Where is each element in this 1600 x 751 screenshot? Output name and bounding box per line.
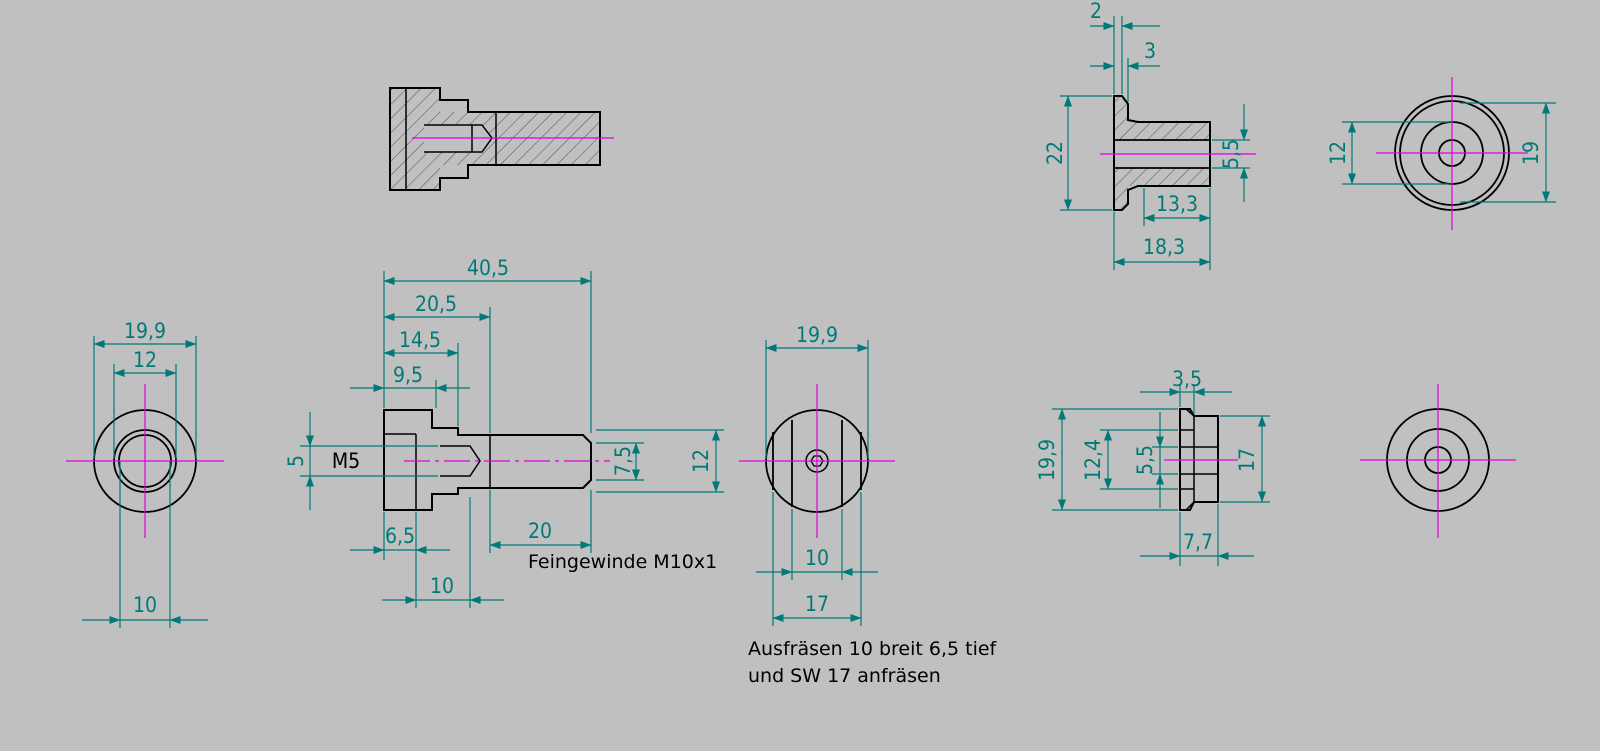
dim-5-5: 5,5	[1133, 445, 1157, 475]
dim-9-5: 9,5	[393, 363, 423, 387]
dim-5: 5	[284, 455, 308, 467]
dim-22: 22	[1043, 141, 1067, 165]
dim-17: 17	[1235, 448, 1259, 472]
bolt-side-view: 40,5 20,5 14,5 9,5 6,5 20 10 5 M5 7,5 12…	[284, 256, 724, 608]
bushing-hatch-top	[1114, 96, 1210, 140]
dim-5-5: 5,5	[1219, 139, 1243, 169]
dim-12: 12	[1326, 141, 1350, 165]
section-view-bolt	[389, 87, 614, 191]
dim-14-5: 14,5	[399, 328, 441, 352]
dim-6-5: 6,5	[385, 524, 415, 548]
slot-outline	[791, 420, 843, 507]
bolt-hidden-bore	[440, 445, 481, 477]
bushing-section-view: 2 3 22 5,5 13,3 18,3	[1043, 0, 1256, 270]
dim-3: 3	[1144, 39, 1156, 63]
cap-inner-lines	[1180, 408, 1218, 511]
dim-7-5: 7,5	[611, 446, 635, 476]
bolt-head-view: 19,9 10 17 Ausfräsen 10 breit 6,5 tief u…	[739, 323, 998, 687]
cap-outline	[1179, 408, 1219, 511]
dim-10: 10	[805, 546, 829, 570]
dim-40-5: 40,5	[467, 256, 509, 280]
dim-10: 10	[430, 574, 454, 598]
dim-7-7: 7,7	[1183, 530, 1213, 554]
bolt-section-hatch	[390, 88, 600, 190]
bolt-side-outline	[383, 409, 592, 511]
dim-19-9: 19,9	[124, 319, 166, 343]
dim-m5: M5	[332, 449, 360, 473]
dim-12: 12	[689, 449, 713, 473]
bushing-outline	[1113, 95, 1211, 211]
dim-3-5: 3,5	[1172, 367, 1202, 391]
mill-note-line2: und SW 17 anfräsen	[748, 665, 941, 687]
mill-note-line1: Ausfräsen 10 breit 6,5 tief	[748, 638, 998, 660]
dim-17: 17	[805, 592, 829, 616]
dim-12-4: 12,4	[1081, 439, 1105, 481]
dim-19-9: 19,9	[796, 323, 838, 347]
bolt-section-outline	[389, 87, 601, 191]
bushing-hatch-bottom	[1114, 168, 1210, 210]
dim-10: 10	[133, 593, 157, 617]
thread-note: Feingewinde M10x1	[528, 551, 717, 573]
dim-13-3: 13,3	[1156, 192, 1198, 216]
dim-20-5: 20,5	[415, 292, 457, 316]
cap-side-view: 3,5 19,9 12,4 5,5 17 7,7	[1035, 367, 1270, 566]
dim-19: 19	[1519, 141, 1543, 165]
bolt-end-view: 19,9 12 10	[66, 319, 224, 628]
dim-20: 20	[528, 519, 552, 543]
dim-12: 12	[133, 348, 157, 372]
dim-18-3: 18,3	[1143, 235, 1185, 259]
bushing-end-view: 12 19	[1326, 77, 1556, 230]
cap-end-view	[1360, 384, 1516, 538]
dim-2: 2	[1090, 0, 1102, 23]
dim-19-9: 19,9	[1035, 439, 1059, 481]
